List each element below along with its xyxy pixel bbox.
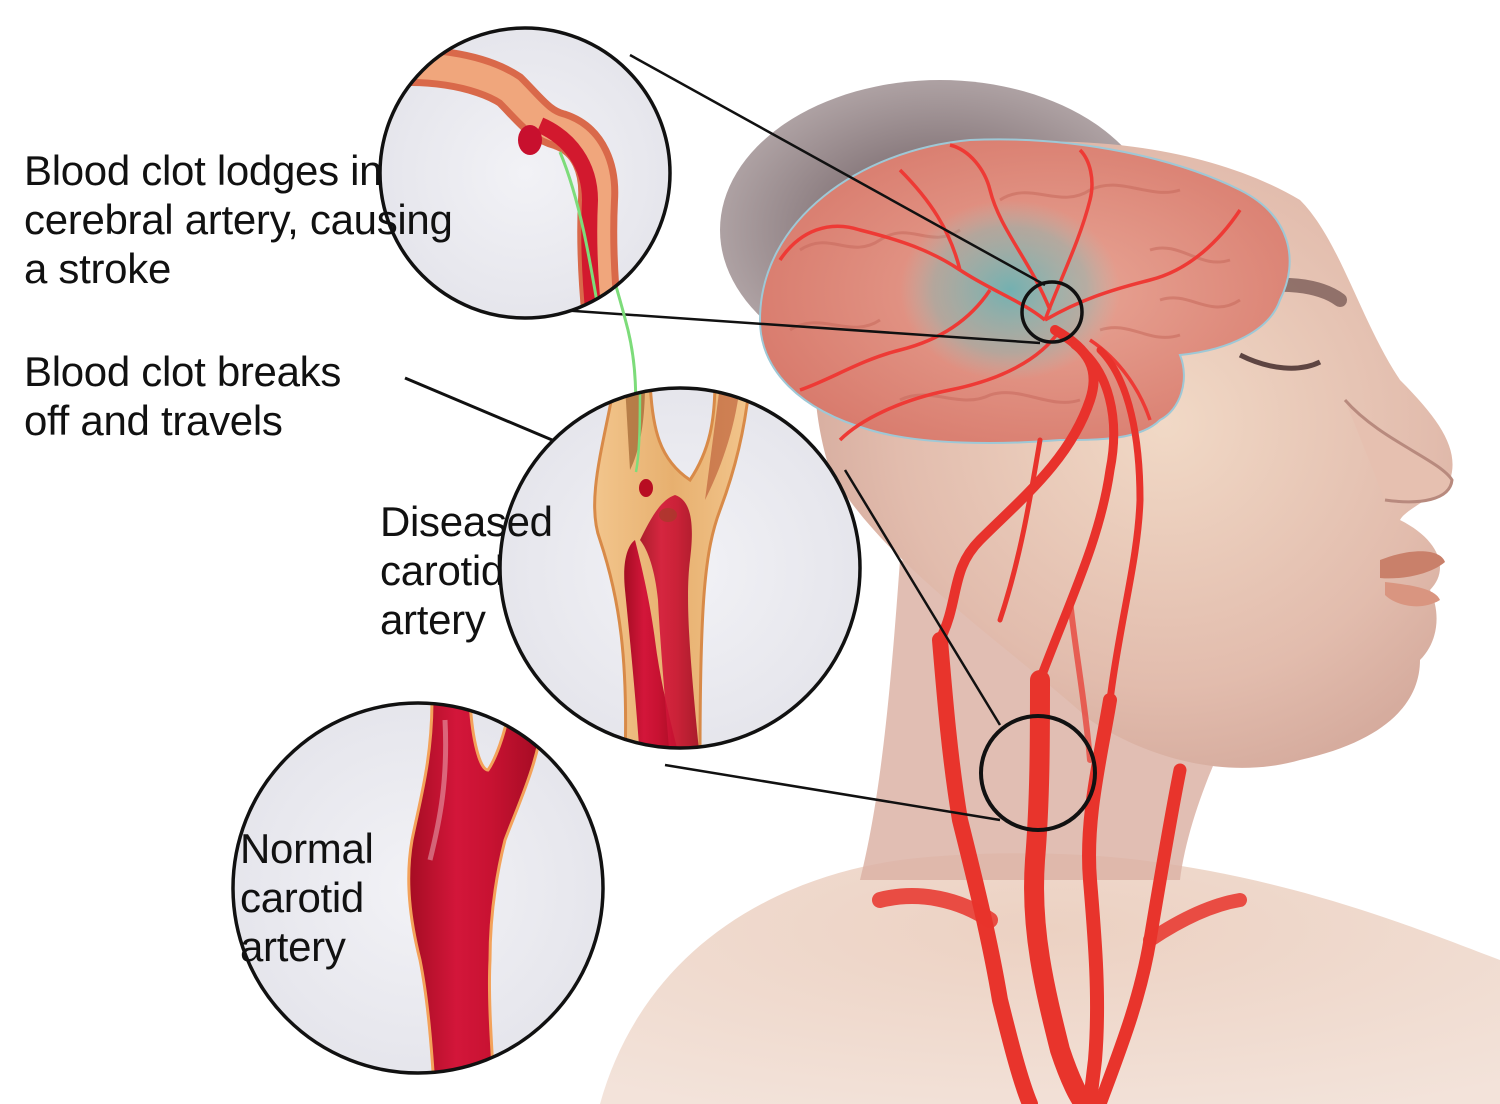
closed-eye bbox=[1238, 352, 1322, 371]
breaking-clot bbox=[639, 479, 653, 497]
neck-carotid-marker bbox=[979, 714, 1097, 832]
label-line: Normal bbox=[240, 825, 374, 872]
label-line: artery bbox=[240, 923, 346, 970]
callout-lines bbox=[404, 53, 1046, 822]
label-line: carotid bbox=[240, 874, 364, 921]
label-line: cerebral artery, causing bbox=[24, 196, 453, 243]
label-diseased-carotid: Diseased carotid artery bbox=[380, 497, 553, 644]
label-line: Blood clot lodges in bbox=[24, 147, 383, 194]
label-clot-breaks-off: Blood clot breaks off and travels bbox=[24, 347, 341, 445]
lips bbox=[1380, 551, 1445, 579]
normal-carotid-inset bbox=[231, 701, 605, 1075]
label-normal-carotid: Normal carotid artery bbox=[240, 824, 374, 971]
label-line: off and travels bbox=[24, 397, 283, 444]
label-line: carotid bbox=[380, 547, 504, 594]
lodged-clot bbox=[518, 125, 542, 155]
nose bbox=[1343, 399, 1454, 504]
cerebral-artery-inset bbox=[378, 26, 672, 320]
brain bbox=[758, 138, 1291, 704]
label-line: Diseased bbox=[380, 498, 553, 545]
brain-clot-marker bbox=[1020, 280, 1084, 344]
label-clot-lodges: Blood clot lodges in cerebral artery, ca… bbox=[24, 146, 453, 293]
label-line: a stroke bbox=[24, 245, 171, 292]
label-line: Blood clot breaks bbox=[24, 348, 342, 395]
label-line: artery bbox=[380, 596, 486, 643]
diseased-carotid-inset bbox=[498, 386, 862, 750]
